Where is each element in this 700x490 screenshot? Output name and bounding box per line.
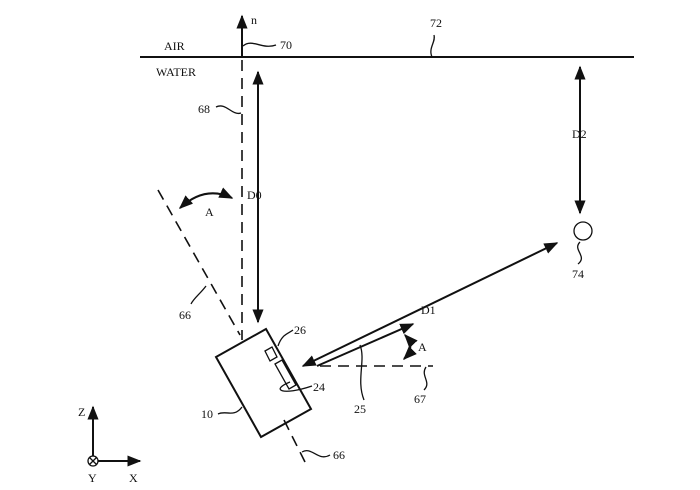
leader-70: [242, 42, 277, 47]
y-axis-into-page-icon: [87, 455, 99, 467]
ref-74: 74: [572, 267, 584, 281]
ref-10: 10: [201, 407, 213, 421]
leader-24: [279, 381, 313, 392]
z-axis-label: Z: [78, 405, 85, 419]
normal-label: n: [251, 13, 257, 27]
target-circle: [573, 221, 593, 241]
leader-67: [423, 366, 428, 391]
ref-68: 68: [198, 102, 210, 116]
leader-74: [577, 241, 583, 265]
angle-a-label-right: A: [418, 340, 427, 354]
air-label: AIR: [164, 39, 185, 53]
ref-72: 72: [430, 16, 442, 30]
d2-label: D2: [572, 127, 587, 141]
angle-a-arc-top: [178, 187, 234, 209]
x-axis-label: X: [129, 471, 138, 485]
ref-25: 25: [354, 402, 366, 416]
ref-66-bottom: 66: [333, 448, 345, 462]
leader-66-top: [190, 285, 207, 305]
ref-67: 67: [414, 392, 426, 406]
angle-a-arc-right: [403, 333, 418, 360]
leader-66-bottom: [301, 450, 331, 458]
leader-26: [277, 329, 294, 347]
device-body: [214, 327, 313, 439]
leader-25: [359, 344, 365, 401]
device-axis-dashed-top: [157, 189, 241, 336]
leader-72: [430, 34, 435, 58]
d1-label: D1: [421, 303, 436, 317]
component-26: [264, 346, 278, 362]
ref-66-top: 66: [179, 308, 191, 322]
angle-a-label-top: A: [205, 205, 214, 219]
ref-24: 24: [313, 380, 325, 394]
d1-arrow: [301, 242, 559, 367]
leader-68: [215, 105, 242, 115]
beam-arrow-25: [316, 323, 415, 367]
leader-10: [217, 406, 243, 415]
y-axis-label: Y: [88, 471, 97, 485]
d0-label: D0: [247, 188, 262, 202]
ref-70: 70: [280, 38, 292, 52]
ref-26: 26: [294, 323, 306, 337]
water-label: WATER: [156, 65, 196, 79]
device-axis-dashed-bottom: [283, 419, 306, 463]
component-24: [274, 359, 297, 390]
